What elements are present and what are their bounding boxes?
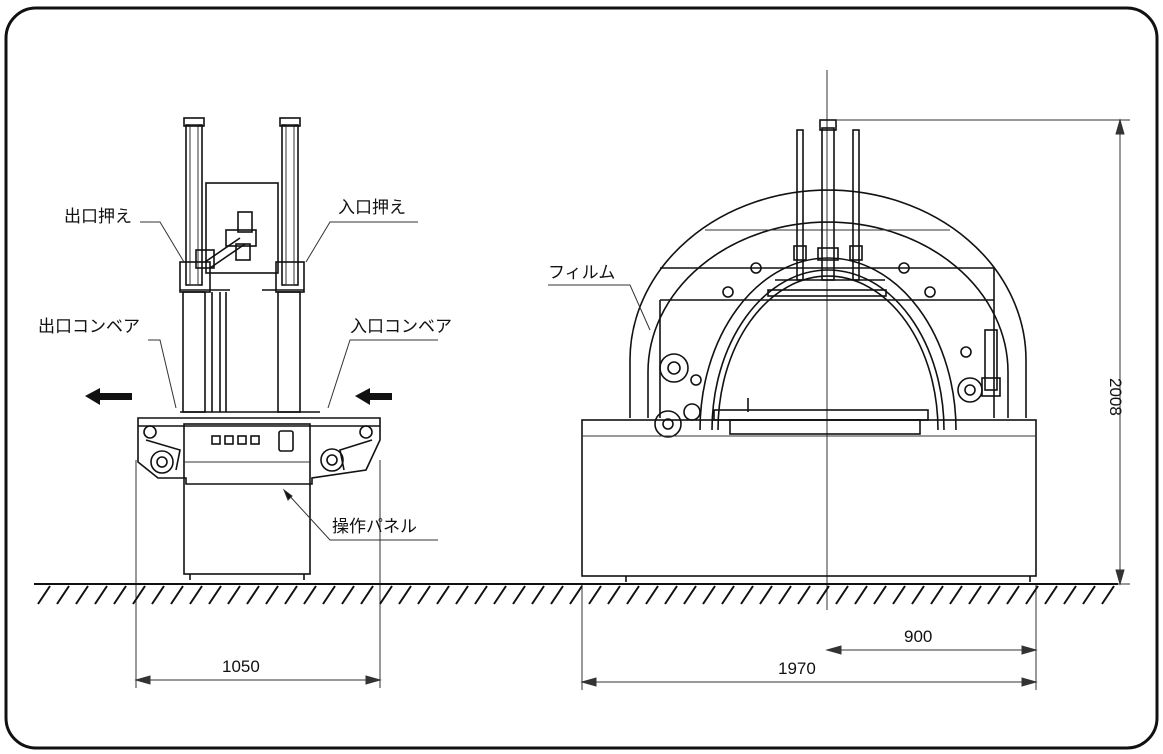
ground-hatch bbox=[721, 585, 735, 605]
ground-hatch bbox=[664, 585, 678, 605]
ground-hatch bbox=[303, 585, 317, 605]
ground-hatch bbox=[835, 585, 849, 605]
ground-hatch bbox=[398, 585, 412, 605]
ground-hatch bbox=[911, 585, 925, 605]
ground-hatch bbox=[1044, 585, 1058, 605]
ground-hatch bbox=[588, 585, 602, 605]
ground-hatch bbox=[892, 585, 906, 605]
ground-line bbox=[34, 583, 1118, 605]
side-view bbox=[85, 117, 438, 688]
ground-hatch bbox=[94, 585, 108, 605]
ground-hatch bbox=[474, 585, 488, 605]
ground-hatch bbox=[208, 585, 222, 605]
ground-hatch bbox=[645, 585, 659, 605]
entry-press-label: 入口押え bbox=[338, 198, 406, 218]
ground-hatch bbox=[56, 585, 70, 605]
ground-hatch bbox=[683, 585, 697, 605]
ground-hatch bbox=[797, 585, 811, 605]
ground-hatch bbox=[436, 585, 450, 605]
ground-hatch bbox=[322, 585, 336, 605]
ground-hatch bbox=[284, 585, 298, 605]
ground-hatch bbox=[873, 585, 887, 605]
ground-hatch bbox=[37, 585, 51, 605]
exit-press-label: 出口押え bbox=[64, 207, 132, 227]
ground-hatch bbox=[702, 585, 716, 605]
ground-hatch bbox=[379, 585, 393, 605]
ground-hatch bbox=[132, 585, 146, 605]
ground-hatch bbox=[341, 585, 355, 605]
dim-front-width: 1970 bbox=[778, 659, 816, 678]
ground-hatch bbox=[740, 585, 754, 605]
ground-hatch bbox=[759, 585, 773, 605]
ground-hatch bbox=[930, 585, 944, 605]
ground-hatch bbox=[949, 585, 963, 605]
ground-hatch bbox=[493, 585, 507, 605]
ground-hatch bbox=[1025, 585, 1039, 605]
ground-hatch bbox=[75, 585, 89, 605]
ground-hatch bbox=[1006, 585, 1020, 605]
entry-conveyor-label: 入口コンベア bbox=[350, 317, 452, 337]
ground-hatch bbox=[151, 585, 165, 605]
ground-hatch bbox=[265, 585, 279, 605]
ground-hatch bbox=[227, 585, 241, 605]
film-label: フィルム bbox=[548, 263, 615, 283]
ground-hatch bbox=[569, 585, 583, 605]
dim-side-width: 1050 bbox=[222, 657, 260, 676]
ground-hatch bbox=[968, 585, 982, 605]
ground-hatch bbox=[246, 585, 260, 605]
dim-height: 2008 bbox=[1106, 378, 1125, 416]
ground-hatch bbox=[987, 585, 1001, 605]
ground-hatch bbox=[455, 585, 469, 605]
ground-hatch bbox=[816, 585, 830, 605]
ground-hatch bbox=[550, 585, 564, 605]
flow-arrows bbox=[85, 388, 392, 405]
ground-hatch bbox=[1063, 585, 1077, 605]
ground-hatch bbox=[1101, 585, 1115, 605]
ground-hatch bbox=[626, 585, 640, 605]
exit-conveyor-label: 出口コンベア bbox=[38, 317, 140, 337]
ground-hatch bbox=[170, 585, 184, 605]
ground-hatch bbox=[417, 585, 431, 605]
ground-hatch bbox=[113, 585, 127, 605]
ground-hatch bbox=[607, 585, 621, 605]
ground-hatch bbox=[360, 585, 374, 605]
ground-hatch bbox=[854, 585, 868, 605]
ground-hatch bbox=[189, 585, 203, 605]
ground-hatch bbox=[1082, 585, 1096, 605]
dim-center-offset: 900 bbox=[904, 627, 932, 646]
ground-hatch bbox=[512, 585, 526, 605]
operation-panel-label: 操作パネル bbox=[332, 517, 417, 537]
ground-hatch bbox=[778, 585, 792, 605]
ground-hatch bbox=[531, 585, 545, 605]
